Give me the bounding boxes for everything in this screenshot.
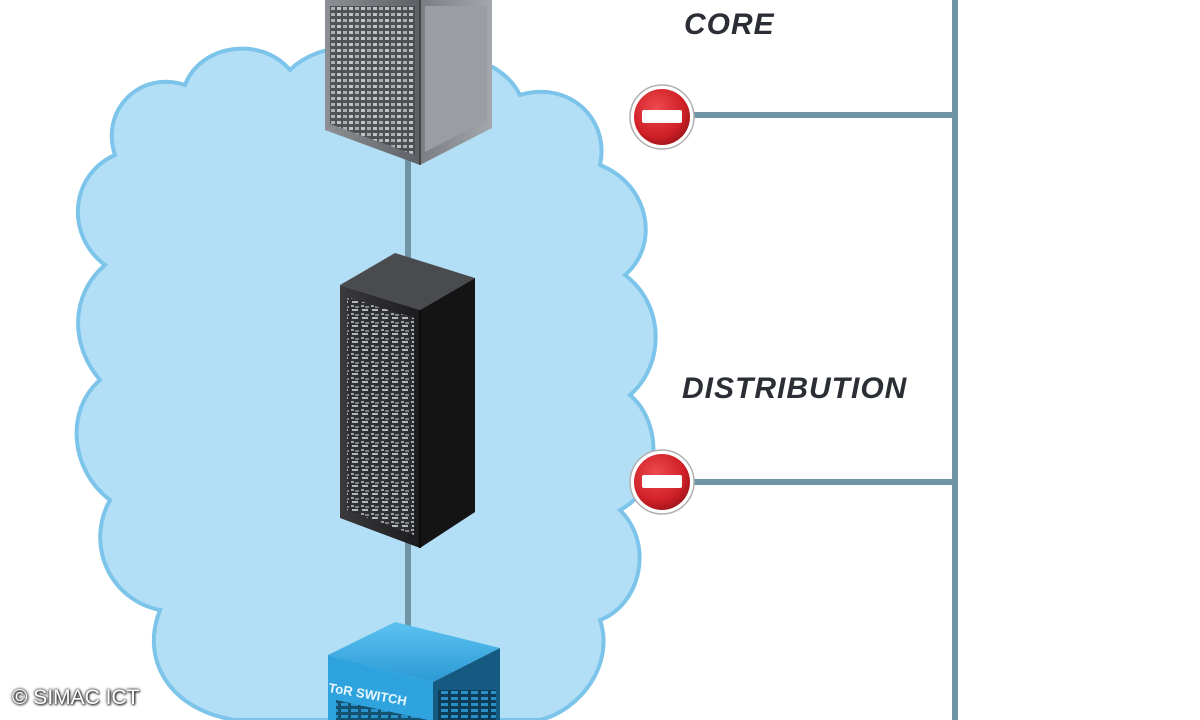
copyright-notice: © SIMAC ICT: [12, 686, 140, 709]
chassis-switch-icon: [325, 0, 492, 165]
server-rack-icon: [340, 253, 475, 548]
core-no-entry-icon: [629, 84, 695, 150]
tor-switch-icon: [328, 622, 500, 720]
distribution-label: DISTRIBUTION: [682, 372, 908, 405]
distribution-no-entry-icon: [629, 449, 695, 515]
core-label: CORE: [684, 8, 775, 41]
